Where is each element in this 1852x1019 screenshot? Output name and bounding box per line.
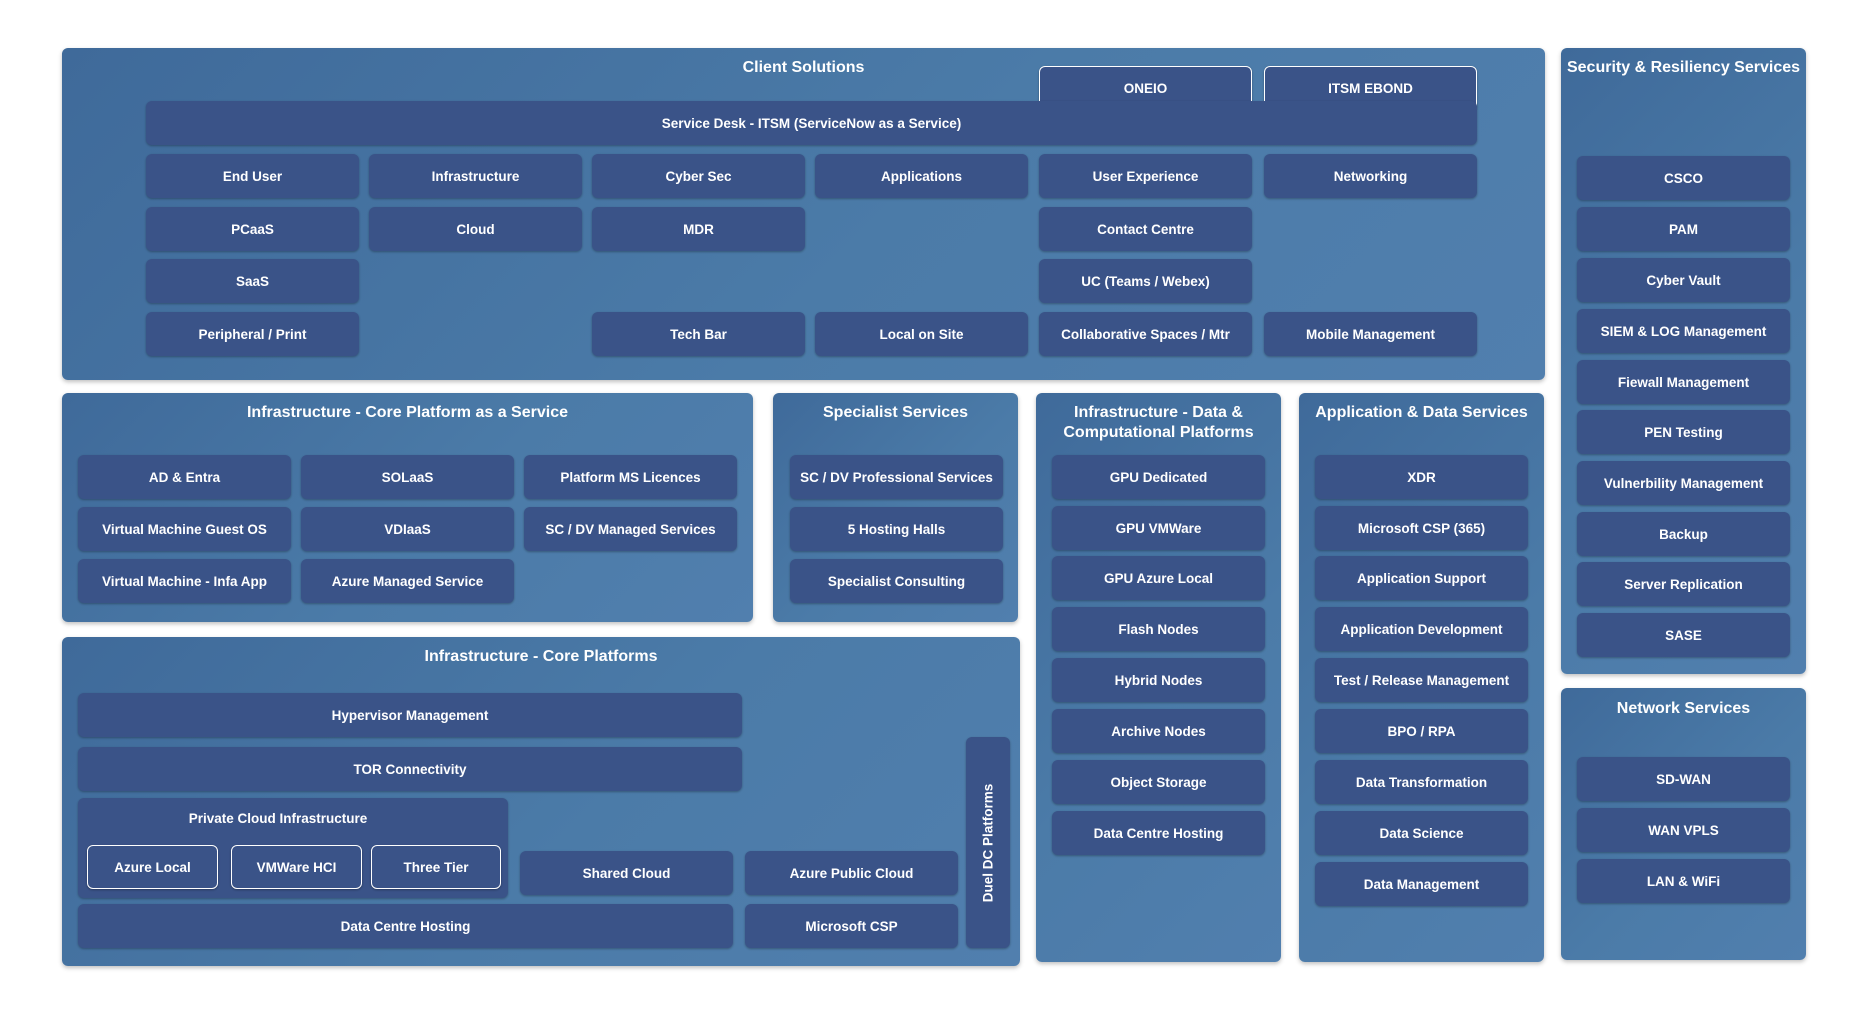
sc-dv-managed-box[interactable]: SC / DV Managed Services <box>524 507 737 551</box>
app-data-item[interactable]: Microsoft CSP (365) <box>1315 506 1528 550</box>
specialist-item[interactable]: SC / DV Professional Services <box>790 455 1003 499</box>
infrastructure-box[interactable]: Infrastructure <box>369 154 582 198</box>
vdiaas-box[interactable]: VDIaaS <box>301 507 514 551</box>
app-data-item[interactable]: Application Development <box>1315 607 1528 651</box>
security-panel: Security & Resiliency Services CSCO PAM … <box>1561 48 1806 674</box>
cloud-box[interactable]: Cloud <box>369 207 582 251</box>
shared-cloud-box[interactable]: Shared Cloud <box>520 851 733 895</box>
mdr-box[interactable]: MDR <box>592 207 805 251</box>
app-data-item[interactable]: XDR <box>1315 455 1528 499</box>
network-item[interactable]: LAN & WiFi <box>1577 859 1790 903</box>
client-solutions-panel: Client Solutions ONEIO ITSM EBOND Servic… <box>62 48 1545 380</box>
data-centre-hosting-box[interactable]: Data Centre Hosting <box>78 904 733 948</box>
user-experience-box[interactable]: User Experience <box>1039 154 1252 198</box>
network-item[interactable]: WAN VPLS <box>1577 808 1790 852</box>
vm-guest-os-box[interactable]: Virtual Machine Guest OS <box>78 507 291 551</box>
cyber-sec-box[interactable]: Cyber Sec <box>592 154 805 198</box>
ad-entra-box[interactable]: AD & Entra <box>78 455 291 499</box>
security-title: Security & Resiliency Services <box>1566 59 1801 76</box>
tor-connectivity-box[interactable]: TOR Connectivity <box>78 747 742 791</box>
data-compute-title-line1: Infrastructure - Data & <box>1074 404 1243 421</box>
mobile-management-box[interactable]: Mobile Management <box>1264 312 1477 356</box>
security-item[interactable]: PEN Testing <box>1577 410 1790 454</box>
core-platforms-title: Infrastructure - Core Platforms <box>424 648 658 665</box>
duel-dc-platforms-label: Duel DC Platforms <box>980 783 996 902</box>
private-cloud-title: Private Cloud Infrastructure <box>188 811 368 826</box>
uc-box[interactable]: UC (Teams / Webex) <box>1039 259 1252 303</box>
data-compute-item[interactable]: Hybrid Nodes <box>1052 658 1265 702</box>
solaas-box[interactable]: SOLaaS <box>301 455 514 499</box>
security-item[interactable]: Vulnerbility Management <box>1577 461 1790 505</box>
private-cloud-group: Private Cloud Infrastructure Azure Local… <box>78 798 508 898</box>
microsoft-csp-box[interactable]: Microsoft CSP <box>745 904 958 948</box>
security-item[interactable]: Server Replication <box>1577 562 1790 606</box>
network-item[interactable]: SD-WAN <box>1577 757 1790 801</box>
security-item[interactable]: Backup <box>1577 512 1790 556</box>
security-item[interactable]: CSCO <box>1577 156 1790 200</box>
client-solutions-title: Client Solutions <box>742 59 865 76</box>
duel-dc-platforms-box[interactable]: Duel DC Platforms <box>966 737 1010 948</box>
core-platforms-panel: Infrastructure - Core Platforms Hypervis… <box>62 637 1020 966</box>
data-compute-item[interactable]: GPU Dedicated <box>1052 455 1265 499</box>
azure-public-cloud-box[interactable]: Azure Public Cloud <box>745 851 958 895</box>
specialist-title: Specialist Services <box>823 404 968 421</box>
vmware-hci-box[interactable]: VMWare HCI <box>231 845 362 889</box>
end-user-box[interactable]: End User <box>146 154 359 198</box>
security-item[interactable]: PAM <box>1577 207 1790 251</box>
local-on-site-box[interactable]: Local on Site <box>815 312 1028 356</box>
app-data-item[interactable]: BPO / RPA <box>1315 709 1528 753</box>
specialist-item[interactable]: Specialist Consulting <box>790 559 1003 603</box>
app-data-title: Application & Data Services <box>1315 404 1528 421</box>
data-compute-item[interactable]: Object Storage <box>1052 760 1265 804</box>
app-data-item[interactable]: Application Support <box>1315 556 1528 600</box>
azure-managed-box[interactable]: Azure Managed Service <box>301 559 514 603</box>
security-item[interactable]: SASE <box>1577 613 1790 657</box>
security-item[interactable]: SIEM & LOG Management <box>1577 309 1790 353</box>
data-compute-title-line2: Computational Platforms <box>1063 424 1254 441</box>
applications-box[interactable]: Applications <box>815 154 1028 198</box>
specialist-panel: Specialist Services SC / DV Professional… <box>773 393 1018 622</box>
app-data-item[interactable]: Data Science <box>1315 811 1528 855</box>
network-title: Network Services <box>1616 700 1751 717</box>
app-data-item[interactable]: Data Management <box>1315 862 1528 906</box>
contact-centre-box[interactable]: Contact Centre <box>1039 207 1252 251</box>
core-paas-panel: Infrastructure - Core Platform as a Serv… <box>62 393 753 622</box>
data-compute-item[interactable]: GPU VMWare <box>1052 506 1265 550</box>
platform-ms-licences-box[interactable]: Platform MS Licences <box>524 455 737 499</box>
app-data-item[interactable]: Data Transformation <box>1315 760 1528 804</box>
specialist-item[interactable]: 5 Hosting Halls <box>790 507 1003 551</box>
security-item[interactable]: Cyber Vault <box>1577 258 1790 302</box>
networking-box[interactable]: Networking <box>1264 154 1477 198</box>
data-compute-item[interactable]: Flash Nodes <box>1052 607 1265 651</box>
collab-spaces-box[interactable]: Collaborative Spaces / Mtr <box>1039 312 1252 356</box>
vm-infa-app-box[interactable]: Virtual Machine - Infa App <box>78 559 291 603</box>
azure-local-box[interactable]: Azure Local <box>87 845 218 889</box>
pcaas-box[interactable]: PCaaS <box>146 207 359 251</box>
core-paas-title: Infrastructure - Core Platform as a Serv… <box>246 404 568 421</box>
data-compute-item[interactable]: Data Centre Hosting <box>1052 811 1265 855</box>
saas-box[interactable]: SaaS <box>146 259 359 303</box>
app-data-panel: Application & Data Services XDR Microsof… <box>1299 393 1544 962</box>
service-desk-box[interactable]: Service Desk - ITSM (ServiceNow as a Ser… <box>146 101 1477 145</box>
network-panel: Network Services SD-WAN WAN VPLS LAN & W… <box>1561 688 1806 960</box>
data-compute-item[interactable]: Archive Nodes <box>1052 709 1265 753</box>
data-compute-item[interactable]: GPU Azure Local <box>1052 556 1265 600</box>
security-item[interactable]: Fiewall Management <box>1577 360 1790 404</box>
data-compute-panel: Infrastructure - Data & Computational Pl… <box>1036 393 1281 962</box>
tech-bar-box[interactable]: Tech Bar <box>592 312 805 356</box>
peripheral-print-box[interactable]: Peripheral / Print <box>146 312 359 356</box>
app-data-item[interactable]: Test / Release Management <box>1315 658 1528 702</box>
hypervisor-management-box[interactable]: Hypervisor Management <box>78 693 742 737</box>
three-tier-box[interactable]: Three Tier <box>371 845 501 889</box>
